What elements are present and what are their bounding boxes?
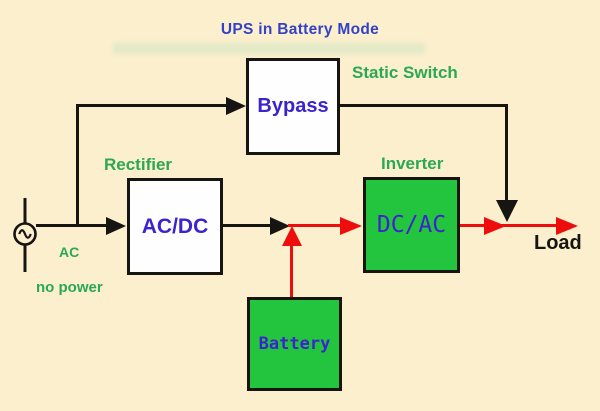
wire-source-to-rectifier	[36, 224, 106, 227]
arrowhead-inverter-mid	[484, 216, 506, 235]
arrowhead-battery-up	[281, 226, 302, 246]
inverter-block: DC/AC	[363, 177, 460, 273]
arrowhead-into-rectifier	[106, 216, 126, 235]
diagram-title: UPS in Battery Mode	[220, 21, 380, 38]
inverter-block-label: DC/AC	[376, 212, 447, 238]
bypass-block: Bypass	[246, 58, 340, 155]
ac-label: AC	[59, 244, 80, 260]
bypass-block-label: Bypass	[257, 95, 329, 117]
wire-switch-drop-vertical	[505, 104, 508, 201]
wire-bypass-branch-vertical	[76, 104, 79, 227]
rectifier-block-label: AC/DC	[141, 214, 209, 238]
wire-junction-to-inverter	[288, 224, 340, 227]
arrowhead-into-inverter	[340, 216, 362, 235]
wire-rectifier-output	[223, 224, 270, 227]
battery-block: Battery	[247, 297, 342, 391]
battery-block-label: Battery	[258, 334, 331, 354]
load-label: Load	[534, 232, 582, 254]
static-switch-label: Static Switch	[352, 63, 458, 82]
wire-bypass-to-switch	[340, 104, 508, 107]
wire-inverter-to-load	[460, 224, 556, 227]
arrowhead-to-load	[556, 216, 578, 235]
inverter-label: Inverter	[381, 154, 444, 173]
wire-bypass-branch-horizontal	[76, 104, 227, 107]
ghost-artifact	[113, 43, 425, 54]
rectifier-block: AC/DC	[127, 178, 223, 275]
rectifier-label: Rectifier	[104, 155, 173, 174]
arrowhead-into-bypass	[226, 96, 246, 115]
ac-source-icon	[13, 198, 37, 272]
no-power-label: no power	[36, 279, 103, 296]
wire-battery-vertical	[290, 242, 293, 298]
